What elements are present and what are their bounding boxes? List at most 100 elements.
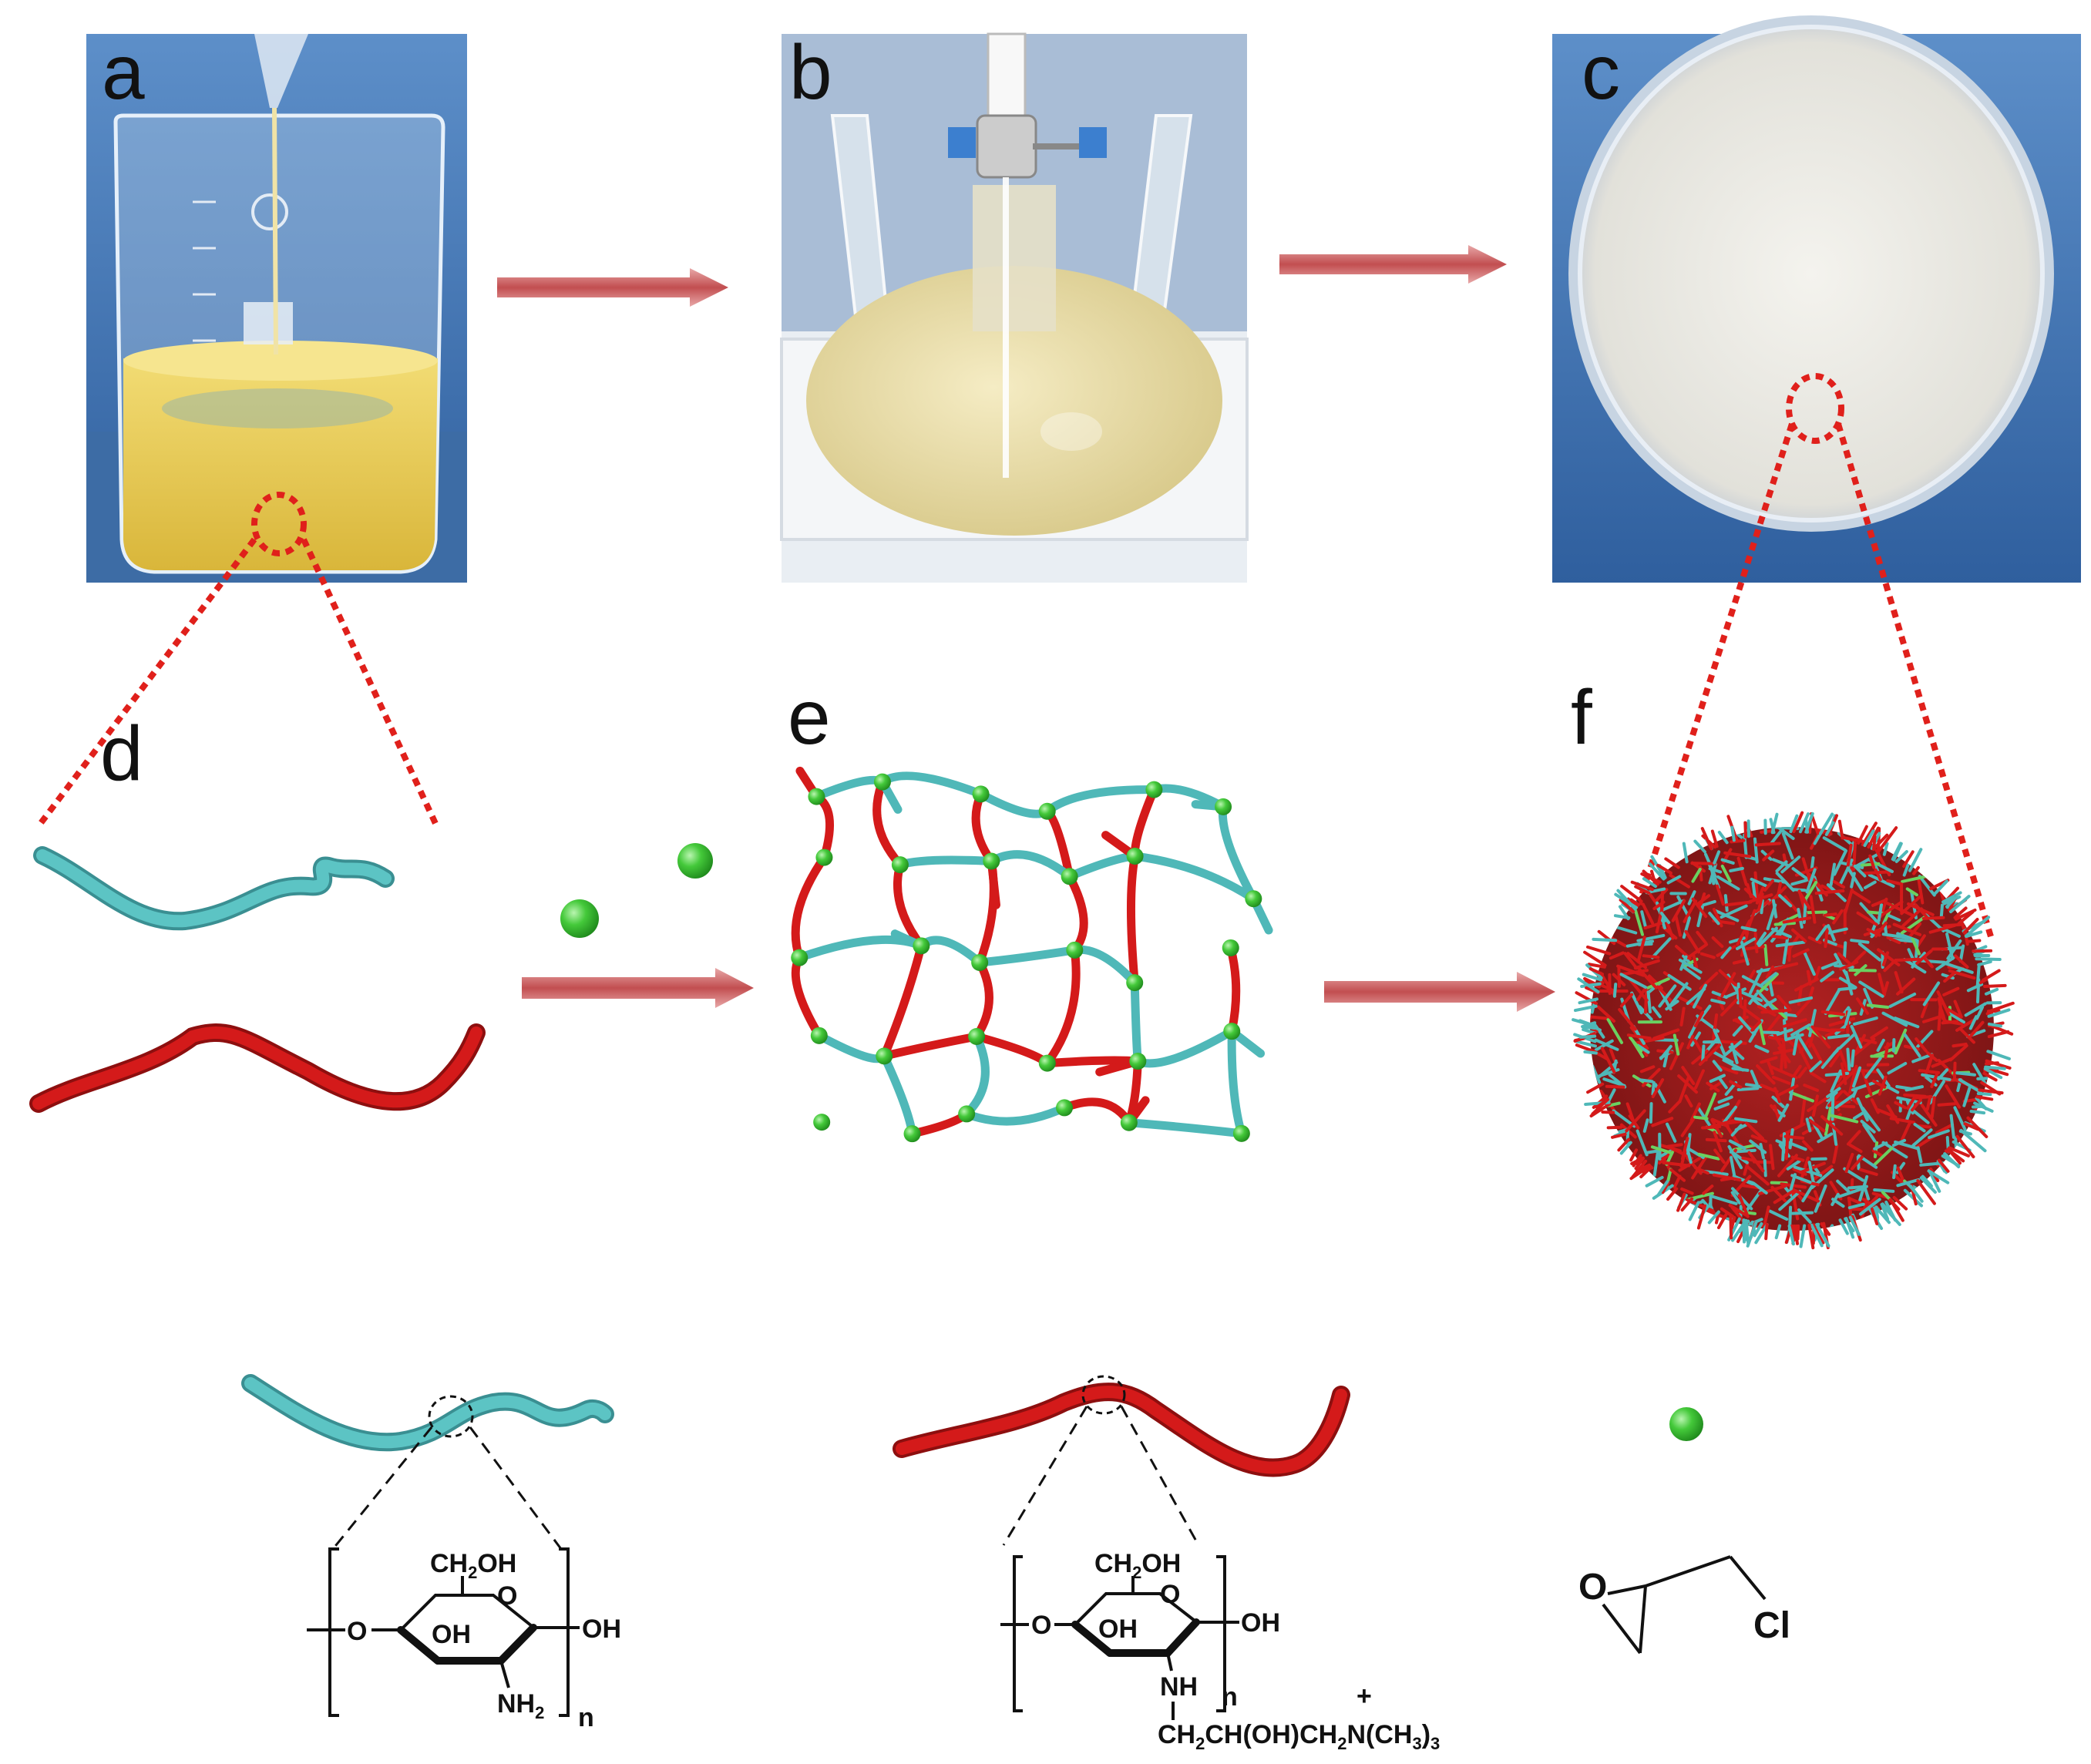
microsphere-fiber: [1698, 1043, 1722, 1067]
microsphere-fiber: [1723, 894, 1729, 912]
quaternized-side-chain: CH2CH(OH)CH2N(CH3)3: [1158, 1720, 1440, 1753]
microsphere-fiber: [1752, 1181, 1768, 1195]
microsphere-fiber: [1609, 951, 1625, 960]
arrow-d-to-e: [522, 968, 754, 1008]
microsphere-fiber: [1601, 1110, 1615, 1114]
microsphere-fiber: [1713, 850, 1721, 865]
microsphere-fiber: [1747, 1151, 1765, 1173]
microsphere-fiber: [1969, 1110, 1986, 1115]
microsphere-fiber: [1746, 1221, 1758, 1248]
microsphere-fiber: [1783, 1018, 1807, 1028]
quaternized-link-o: O: [1031, 1611, 1051, 1640]
network-strand: [896, 855, 996, 869]
microsphere-fiber: [1669, 1042, 1684, 1070]
network-strand: [977, 789, 1052, 818]
crosslinker-sphere: [983, 852, 1000, 870]
microsphere-fiber: [1923, 1053, 1935, 1079]
microsphere-fiber: [1807, 936, 1822, 945]
microsphere-fiber: [1756, 1064, 1776, 1085]
microsphere-fiber: [1628, 977, 1649, 1002]
microsphere-fiber: [1748, 992, 1759, 1005]
microsphere-fiber: [1635, 1129, 1649, 1157]
microsphere-fiber: [1684, 1094, 1693, 1108]
microsphere-fiber: [1850, 1049, 1855, 1067]
microsphere-fiber: [1953, 1106, 1968, 1133]
microsphere-fiber: [1741, 1156, 1756, 1162]
panel-label-b: b: [789, 29, 832, 116]
microsphere-fiber: [1894, 957, 1921, 962]
microsphere-fiber: [1871, 1191, 1889, 1199]
microsphere-fiber: [1962, 1085, 1972, 1107]
microsphere-fiber: [1882, 842, 1889, 856]
microsphere-fiber: [1937, 1102, 1957, 1107]
microsphere-fiber: [1606, 1125, 1623, 1130]
microsphere-fiber: [1791, 867, 1812, 883]
microsphere-fiber: [1844, 1152, 1854, 1174]
microsphere-fiber: [1858, 1037, 1878, 1045]
microsphere-fiber: [1809, 1071, 1827, 1084]
microsphere-fiber: [1871, 1079, 1887, 1089]
network-strand: [1226, 943, 1241, 1036]
microsphere-fiber: [1776, 882, 1783, 899]
microsphere-fiber: [1771, 1075, 1791, 1085]
microsphere-fiber: [1852, 1066, 1862, 1088]
microsphere-fiber: [1891, 842, 1902, 861]
microsphere-fiber: [1852, 842, 1857, 872]
microsphere-fiber: [1820, 1115, 1844, 1136]
microsphere-fiber: [1837, 819, 1844, 840]
microsphere-fiber: [1594, 1039, 1614, 1052]
quaternized-repeat-n: n: [1222, 1682, 1238, 1712]
microsphere-fiber: [1646, 1149, 1662, 1154]
microsphere-fiber: [1807, 1033, 1814, 1048]
microsphere-fiber: [1680, 1137, 1689, 1161]
microsphere-fiber: [1769, 1144, 1775, 1171]
microsphere-fiber: [1808, 1009, 1817, 1037]
microsphere-fiber: [1800, 1156, 1810, 1178]
microsphere-fiber: [1777, 1046, 1791, 1063]
microsphere-fiber: [1574, 1004, 1598, 1013]
microsphere-fiber: [1884, 1042, 1890, 1059]
microsphere-fiber: [1804, 880, 1818, 901]
network-strand: [1125, 1118, 1246, 1138]
microsphere-fiber: [1640, 910, 1648, 929]
microsphere-fiber: [1742, 1218, 1748, 1242]
microsphere-fiber: [1780, 855, 1801, 874]
microsphere-fiber: [1847, 1202, 1865, 1210]
microsphere-fiber: [1666, 875, 1682, 885]
microsphere-fiber: [1801, 1181, 1816, 1203]
microsphere-fiber: [1848, 1143, 1863, 1154]
microsphere-fiber: [1582, 1024, 1597, 1030]
microsphere-fiber: [1691, 867, 1702, 883]
microsphere-fiber: [1688, 1201, 1700, 1221]
microsphere-fiber: [1691, 1154, 1708, 1180]
microsphere-fiber: [1770, 1185, 1787, 1203]
microsphere-fiber: [1614, 892, 1638, 909]
microsphere-fiber: [1730, 838, 1746, 844]
microsphere-fiber: [1739, 1004, 1765, 1024]
epichlorohydrin-o: O: [1578, 1567, 1607, 1608]
microsphere-fiber: [1671, 899, 1686, 922]
microsphere-fiber: [1618, 905, 1630, 921]
microsphere-fiber: [1717, 830, 1729, 845]
network-strand: [972, 958, 993, 1041]
microsphere-fiber: [1901, 875, 1928, 883]
microsphere-fiber: [1693, 1010, 1704, 1028]
microsphere-fiber: [1876, 1068, 1891, 1088]
microsphere-fiber: [1846, 866, 1864, 892]
microsphere-fiber: [1834, 1094, 1855, 1110]
microsphere-fiber: [1814, 1026, 1832, 1033]
microsphere-fiber: [1857, 942, 1881, 962]
microsphere-fiber: [1722, 1058, 1745, 1072]
microsphere-fiber: [1894, 1100, 1907, 1110]
microsphere-fiber: [1716, 875, 1740, 891]
microsphere-fiber: [1711, 1013, 1719, 1042]
network-strand: [962, 1103, 1069, 1126]
microsphere-fiber: [1709, 1074, 1726, 1084]
microsphere-fiber: [1939, 903, 1945, 919]
zoom-outline-a-to-d: [35, 492, 441, 830]
microsphere-fiber: [1681, 1066, 1696, 1086]
microsphere-fiber: [1659, 899, 1686, 912]
microsphere-fiber: [1896, 1096, 1922, 1104]
microsphere-fiber: [1915, 949, 1933, 965]
microsphere-fiber: [1887, 1062, 1908, 1075]
